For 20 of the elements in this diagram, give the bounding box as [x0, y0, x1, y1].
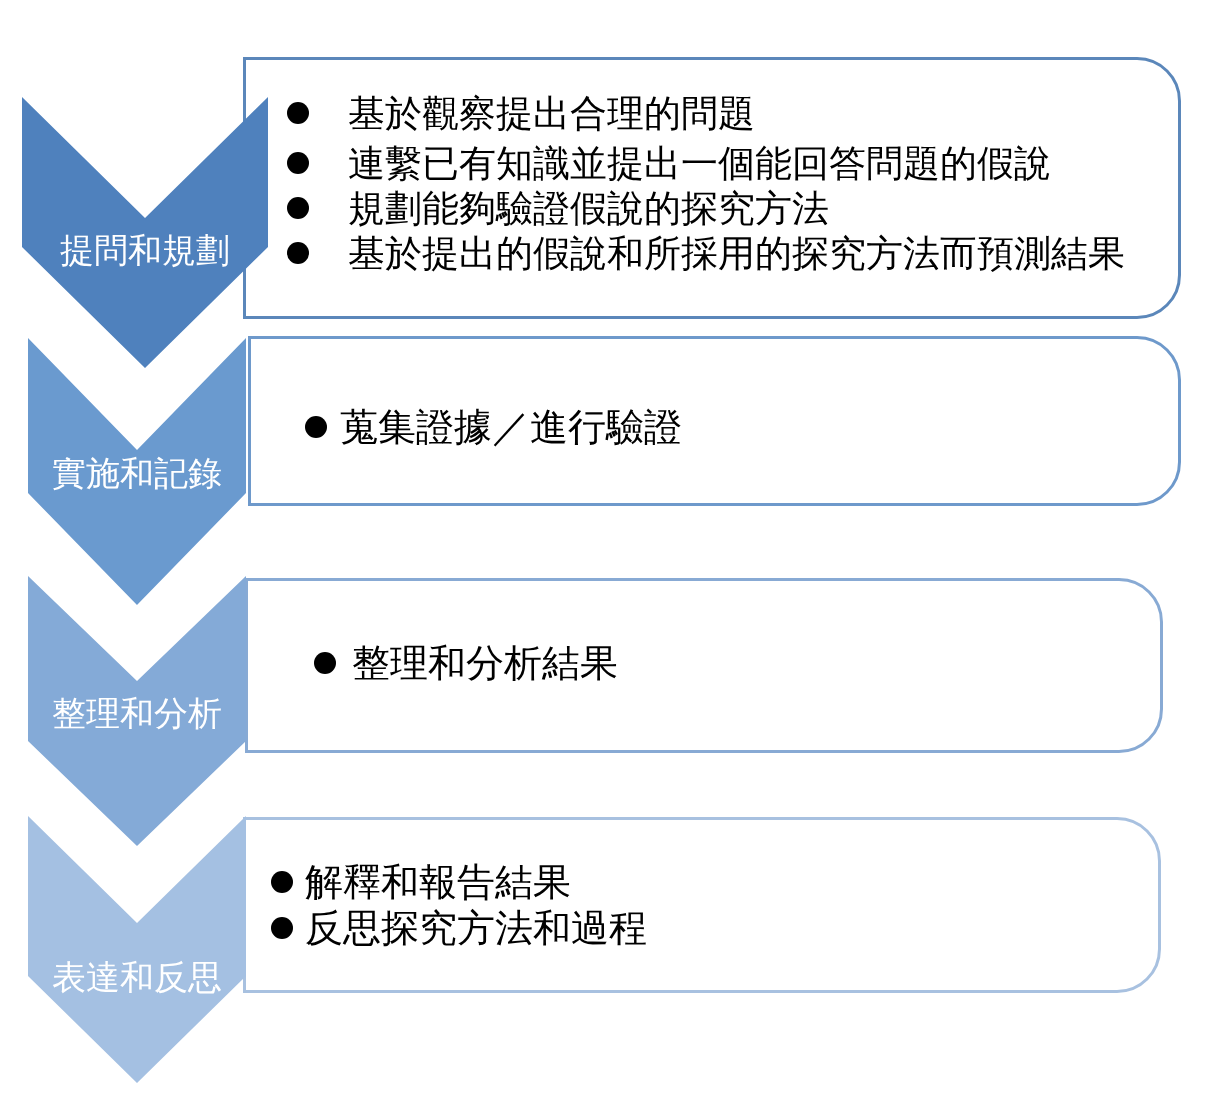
bullet-text: 規劃能夠驗證假說的探究方法 [348, 186, 829, 230]
step-label: 提問和規劃 [59, 230, 231, 270]
text-panel [243, 817, 1161, 993]
step-label: 整理和分析 [51, 693, 223, 733]
bullet-text: 基於觀察提出合理的問題 [348, 91, 755, 135]
bullet-text: 連繫已有知識並提出一個能回答問題的假說 [348, 141, 1051, 185]
bullet-text: 蒐集證據／進行驗證 [340, 405, 682, 449]
text-panel [245, 578, 1163, 753]
chevron-shape [28, 816, 246, 1083]
chevron-shape [28, 338, 246, 605]
step-label: 實施和記錄 [51, 453, 223, 493]
bullet-text: 基於提出的假說和所採用的探究方法而預測結果 [348, 231, 1125, 275]
text-panel [243, 57, 1181, 319]
bullet-text: 整理和分析結果 [352, 641, 618, 685]
step-label: 表達和反思 [51, 957, 223, 997]
bullet-text: 反思探究方法和過程 [305, 906, 647, 950]
chevron-shape [22, 97, 268, 368]
bullet-text: 解釋和報告結果 [305, 860, 571, 904]
chevron-shape [28, 576, 246, 846]
text-panel [248, 336, 1181, 506]
